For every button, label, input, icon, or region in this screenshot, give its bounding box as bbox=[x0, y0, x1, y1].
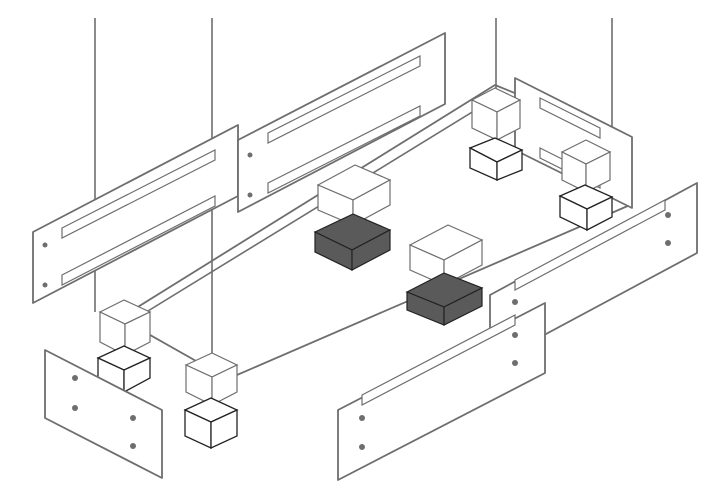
mounting-hole bbox=[72, 405, 78, 411]
mounting-hole bbox=[72, 375, 78, 381]
part-face bbox=[211, 364, 238, 406]
part-face bbox=[514, 199, 666, 291]
part-face bbox=[585, 151, 611, 193]
front-left-panel bbox=[44, 349, 163, 479]
part-face bbox=[351, 229, 391, 271]
part-face bbox=[496, 99, 521, 141]
part-face bbox=[443, 287, 483, 326]
part-face bbox=[586, 195, 613, 232]
corner-bracket-left bbox=[96, 299, 152, 394]
mounting-hole bbox=[665, 240, 671, 246]
mounting-hole bbox=[359, 415, 365, 421]
hole bbox=[42, 242, 48, 248]
mounting-hole bbox=[130, 443, 136, 449]
right-panel-rail bbox=[539, 97, 601, 139]
center-bracket-left bbox=[313, 164, 392, 271]
hole bbox=[247, 192, 253, 198]
mounting-hole bbox=[665, 212, 671, 218]
base-frame-inner-edge bbox=[129, 94, 501, 323]
part-face bbox=[124, 311, 151, 356]
mounting-hole bbox=[512, 332, 518, 338]
center-bracket-right bbox=[405, 224, 484, 326]
mounting-hole bbox=[359, 444, 365, 450]
back-panel-rail bbox=[267, 55, 421, 144]
hole bbox=[42, 282, 48, 288]
hole bbox=[247, 152, 253, 158]
part-face bbox=[496, 148, 523, 181]
right-back-panel bbox=[514, 77, 633, 209]
corner-bracket-back bbox=[468, 87, 524, 182]
left-panel-rail bbox=[61, 149, 216, 239]
mounting-hole bbox=[512, 299, 518, 305]
front-center-panel bbox=[337, 302, 546, 481]
part-face bbox=[210, 408, 238, 450]
back-panel-rail-lower bbox=[267, 105, 421, 194]
left-panel-rail-lower bbox=[61, 195, 216, 286]
corner-bracket-front bbox=[183, 352, 239, 450]
part-face bbox=[361, 314, 516, 406]
mounting-hole bbox=[130, 415, 136, 421]
corner-bracket-right bbox=[558, 139, 614, 232]
mounting-hole bbox=[512, 360, 518, 366]
part-face bbox=[123, 356, 151, 394]
